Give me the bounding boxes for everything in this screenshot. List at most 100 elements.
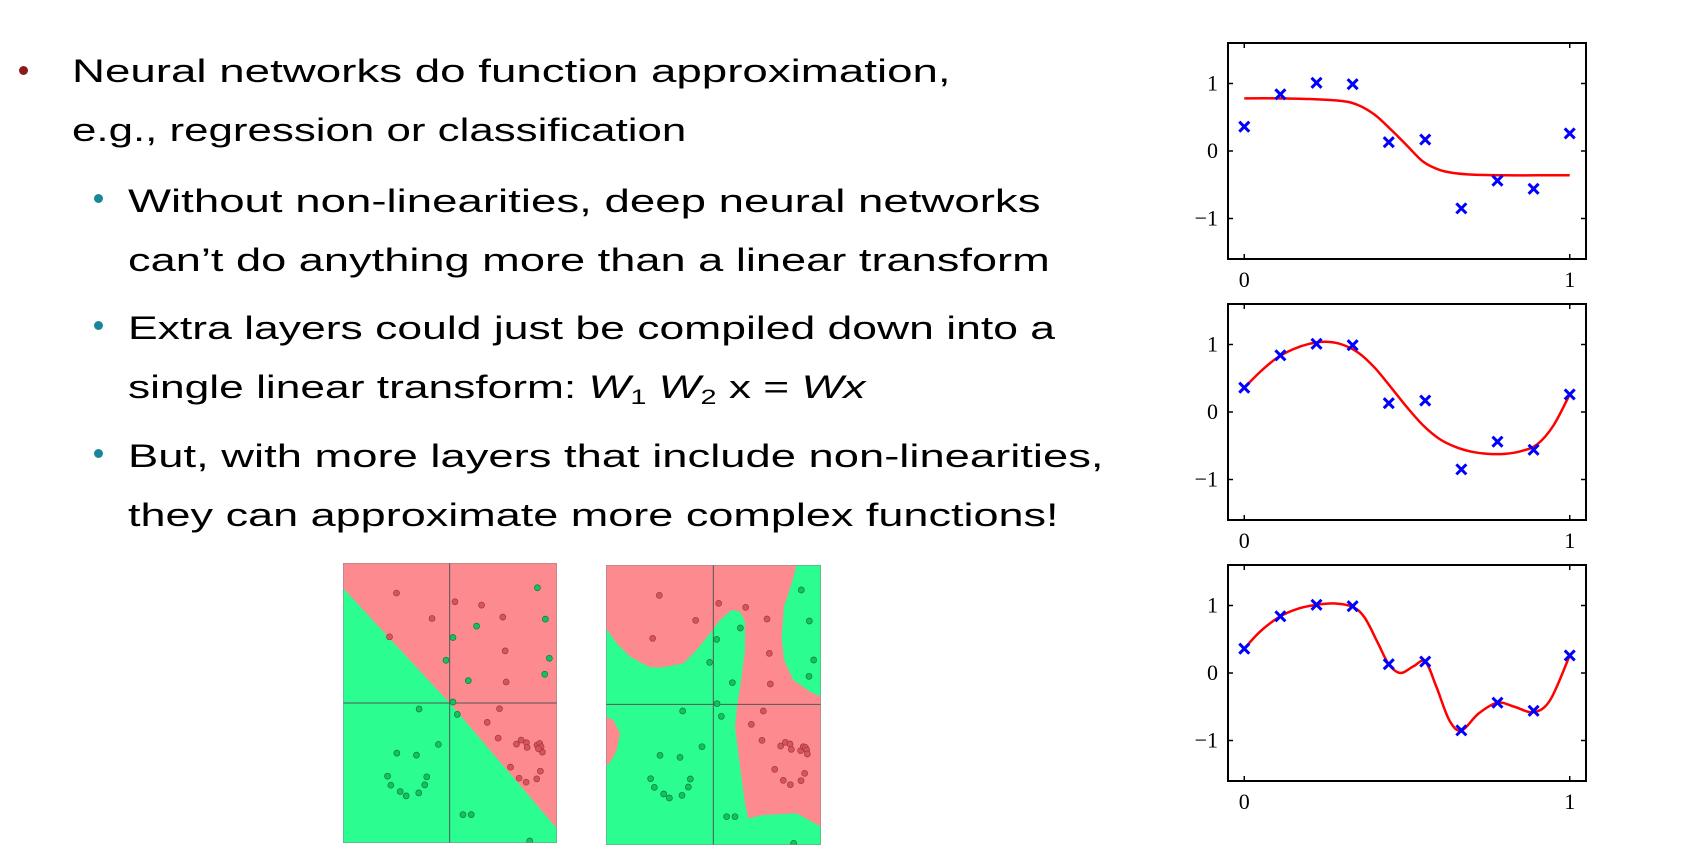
- formula-w1: W: [588, 369, 631, 405]
- green-class-point: [459, 811, 467, 818]
- green-class-point: [449, 634, 457, 641]
- data-point-marker: [1563, 127, 1576, 140]
- green-class-point: [387, 781, 395, 789]
- green-class-point: [534, 584, 541, 592]
- main-bullet-line-2: e.g., regression or classification: [72, 112, 687, 148]
- red-class-point: [801, 769, 808, 777]
- green-class-point: [473, 622, 480, 630]
- plot-frame: [1227, 42, 1587, 260]
- green-class-point: [731, 813, 739, 820]
- data-point-marker: [1455, 202, 1468, 215]
- formula-prefix: single linear transform:: [128, 369, 589, 405]
- data-point-marker: [1346, 339, 1359, 352]
- data-point-marker: [1310, 598, 1323, 611]
- fit-curve: [1243, 340, 1571, 456]
- green-class-point: [526, 837, 534, 843]
- data-point-marker: [1455, 724, 1468, 737]
- green-class-point: [790, 840, 797, 845]
- green-class-point: [393, 749, 401, 757]
- data-point-marker: [1491, 696, 1504, 709]
- sub-bullet-dot-2: [94, 321, 103, 330]
- red-class-point: [523, 744, 531, 751]
- green-class-point: [728, 679, 736, 686]
- fit-curve: [1243, 602, 1571, 732]
- green-class-point: [797, 586, 805, 594]
- main-bullet-line-1: Neural networks do function approximatio…: [72, 53, 951, 89]
- green-class-point: [679, 707, 686, 715]
- green-class-point: [713, 636, 720, 643]
- formula-wx: Wx: [801, 369, 866, 405]
- fit-curve: [1244, 97, 1570, 177]
- x-tick-label: 1: [1564, 267, 1575, 292]
- red-class-point: [501, 647, 509, 655]
- red-class-point: [386, 633, 393, 641]
- green-class-point: [676, 753, 684, 761]
- data-point-marker: [1274, 610, 1287, 623]
- red-class-point: [763, 615, 771, 623]
- green-class-point: [647, 775, 654, 782]
- x-tick-label: 1: [1564, 789, 1575, 814]
- x-tick-label: 1: [1564, 528, 1575, 553]
- red-class-point: [655, 592, 663, 599]
- green-class-point: [810, 656, 817, 664]
- data-point-marker: [1527, 704, 1540, 717]
- green-class-point: [413, 751, 420, 759]
- green-class-point: [546, 654, 553, 662]
- red-region-main: [606, 565, 821, 827]
- y-tick-label: −1: [1195, 728, 1218, 753]
- green-class-point: [805, 673, 813, 680]
- green-class-point: [442, 656, 450, 664]
- red-class-point: [499, 613, 507, 621]
- formula-w2: W: [658, 369, 701, 405]
- y-tick-label: 0: [1207, 399, 1218, 424]
- green-class-point: [402, 792, 410, 800]
- data-point-marker: [1419, 655, 1432, 668]
- red-class-point: [483, 719, 491, 726]
- green-class-point: [435, 741, 442, 748]
- sub-bullet-3-line-1: But, with more layers that include non-l…: [128, 438, 1104, 474]
- red-class-point: [649, 635, 656, 642]
- formula-sub-2: 2: [700, 386, 717, 410]
- y-tick-label: −1: [1195, 206, 1218, 231]
- red-class-point: [522, 778, 530, 786]
- green-class-point: [660, 790, 667, 798]
- data-point-marker: [1563, 649, 1576, 662]
- green-class-point: [464, 677, 472, 684]
- y-tick-label: 1: [1207, 71, 1218, 96]
- red-class-point: [496, 705, 503, 713]
- green-class-point: [706, 659, 713, 666]
- formula-sub-1: 1: [630, 386, 647, 410]
- green-class-point: [421, 781, 429, 789]
- red-class-point: [803, 750, 811, 758]
- green-class-point: [698, 743, 706, 750]
- red-class-point: [517, 736, 525, 744]
- red-class-point: [451, 598, 459, 606]
- data-point-marker: [1419, 133, 1432, 146]
- red-class-point: [765, 650, 773, 657]
- data-point-marker: [1238, 120, 1251, 133]
- sub-bullet-dot-3: [94, 449, 103, 458]
- red-class-point: [786, 781, 794, 788]
- data-point-marker: [1563, 388, 1576, 401]
- green-class-point: [736, 624, 744, 632]
- sub-bullet-dot-1: [94, 194, 103, 203]
- y-tick-label: −1: [1195, 467, 1218, 492]
- sub-bullet-3-line-2: they can approximate more complex functi…: [128, 497, 1059, 533]
- plot-frame: [1227, 564, 1587, 782]
- red-class-point: [507, 763, 514, 771]
- green-class-point: [542, 615, 549, 623]
- green-class-point: [713, 700, 721, 707]
- red-class-point: [428, 615, 436, 622]
- red-class-point: [478, 601, 485, 609]
- green-class-point: [665, 794, 673, 802]
- classifier-linear-panel: [343, 563, 557, 843]
- red-class-point: [771, 765, 778, 773]
- sub-bullet-1-line-2: can’t do anything more than a linear tra…: [128, 242, 1050, 278]
- green-class-point: [805, 617, 813, 625]
- x-tick-label: 0: [1239, 528, 1250, 553]
- red-class-point: [787, 745, 795, 753]
- y-tick-label: 0: [1207, 138, 1218, 163]
- green-class-point: [686, 775, 694, 783]
